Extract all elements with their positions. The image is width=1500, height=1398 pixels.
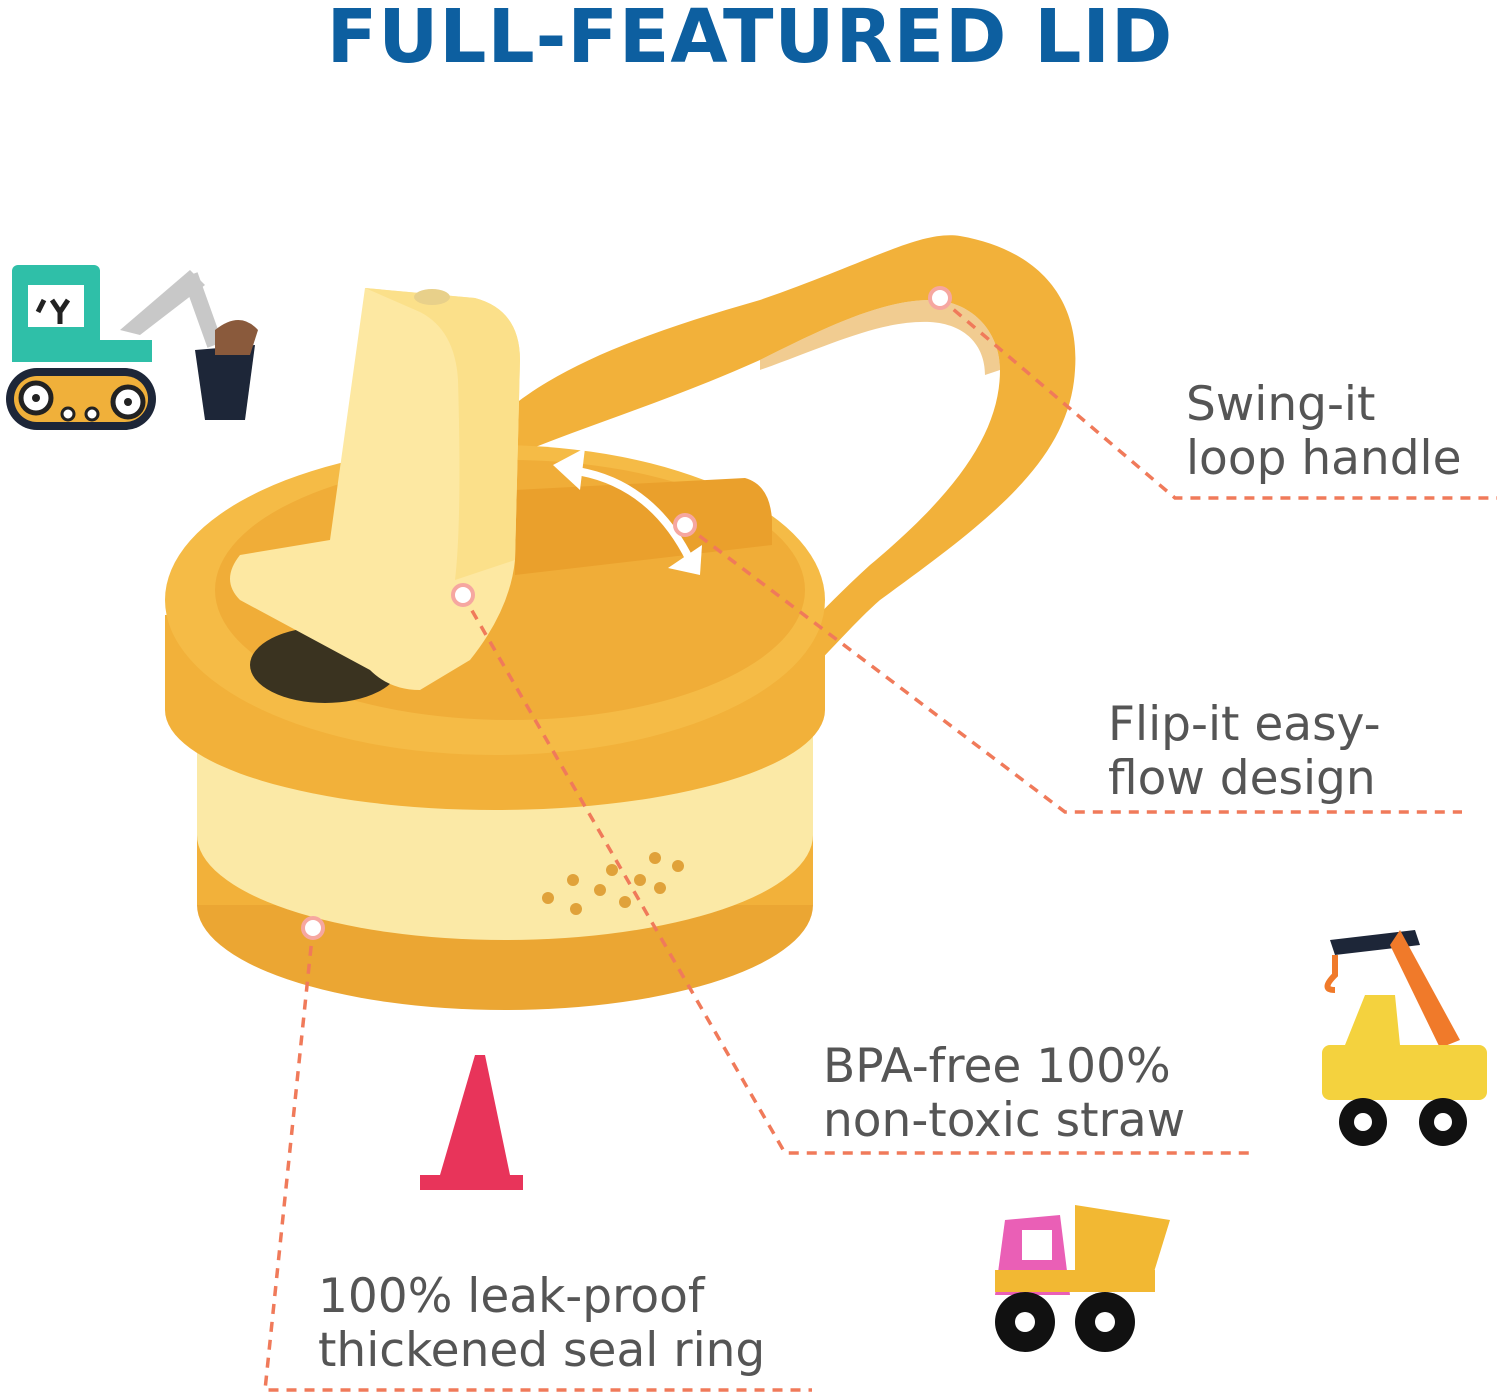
handle-callout-line1: Swing-it: [1186, 377, 1376, 432]
handle-callout-line2: loop handle: [1186, 431, 1462, 486]
callout-dots: [301, 286, 952, 940]
flip-callout-line1: Flip-it easy-: [1108, 697, 1381, 752]
straw-callout-line1: BPA-free 100%: [823, 1039, 1171, 1094]
straw-callout-line2: non-toxic straw: [823, 1093, 1186, 1148]
flip-dot: [673, 513, 697, 537]
flip-arrow-icon: [553, 448, 702, 575]
flip-callout: Flip-it easy- flow design: [1108, 698, 1381, 806]
straw-dot: [451, 583, 475, 607]
crane-truck-icon: [1322, 930, 1487, 1146]
flip-callout-line: [683, 523, 1462, 814]
loop-handle: [470, 235, 1076, 730]
seal-callout-line1: 100% leak-proof: [318, 1269, 705, 1324]
seal-callout-line2: thickened seal ring: [318, 1323, 766, 1378]
callout-lines: [263, 296, 1497, 1392]
seal-dot: [301, 916, 325, 940]
straw-callout-line: [461, 594, 1250, 1155]
seal-callout-line: [263, 927, 812, 1392]
excavator-icon: [6, 265, 258, 430]
handle-callout-line: [938, 296, 1497, 500]
straw-callout: BPA-free 100% non-toxic straw: [823, 1040, 1185, 1148]
flip-callout-line2: flow design: [1108, 751, 1376, 806]
straw: [230, 288, 520, 690]
page-title: FULL-FEATURED LID: [326, 0, 1174, 80]
seal-callout: 100% leak-proof thickened seal ring: [318, 1270, 765, 1378]
lid-body: [165, 445, 825, 1010]
dump-truck-icon: [995, 1205, 1170, 1352]
traffic-cone-icon: [420, 1055, 523, 1190]
handle-dot: [928, 286, 952, 310]
handle-callout: Swing-it loop handle: [1186, 378, 1462, 486]
